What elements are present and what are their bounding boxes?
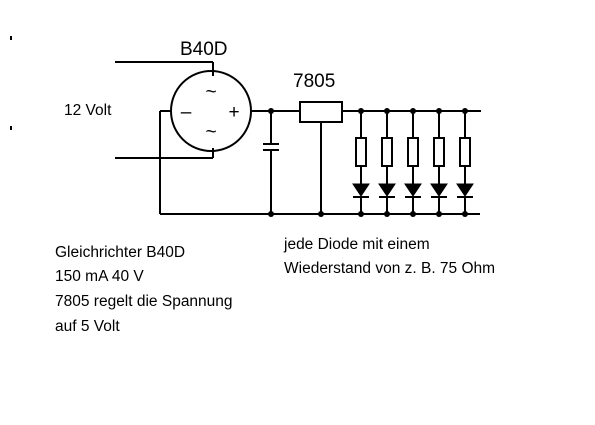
rectifier-minus: – (181, 102, 192, 123)
led-2 (378, 183, 396, 197)
junction-branch-5-bottom (462, 211, 468, 217)
junction-branch-2-bottom (384, 211, 390, 217)
note-right-line-1: jede Diode mit einem (283, 236, 430, 253)
note-right-line-2: Wiederstand von z. B. 75 Ohm (284, 260, 495, 277)
led-1 (352, 183, 370, 197)
junction-branch-4-bottom (436, 211, 442, 217)
note-left-line-1: Gleichrichter B40D (55, 244, 185, 261)
resistor-3 (407, 137, 419, 167)
resistor-1 (355, 137, 367, 167)
junction-capacitor-bottom (268, 211, 274, 217)
rectifier-label: B40D (180, 39, 228, 60)
input-voltage-label: 12 Volt (64, 102, 112, 119)
led-branches (352, 108, 474, 217)
resistor-4 (433, 137, 445, 167)
regulator-7805 (299, 101, 343, 123)
junction-capacitor-top (268, 108, 274, 114)
resistor-5 (459, 137, 471, 167)
note-left-line-4: auf 5 Volt (55, 318, 120, 335)
junction-branch-3-bottom (410, 211, 416, 217)
led-3 (404, 183, 422, 197)
junction-regulator-ground (318, 211, 324, 217)
junction-branch-1-bottom (358, 211, 364, 217)
rectifier-plus: + (228, 102, 239, 123)
note-left-line-2: 150 mA 40 V (55, 268, 144, 285)
resistor-2 (381, 137, 393, 167)
led-4 (430, 183, 448, 197)
regulator-label: 7805 (293, 71, 335, 92)
led-5 (456, 183, 474, 197)
rectifier-ac-bottom: ~ (205, 122, 216, 143)
rectifier-ac-top: ~ (205, 82, 216, 103)
note-left-line-3: 7805 regelt die Spannung (55, 293, 233, 310)
